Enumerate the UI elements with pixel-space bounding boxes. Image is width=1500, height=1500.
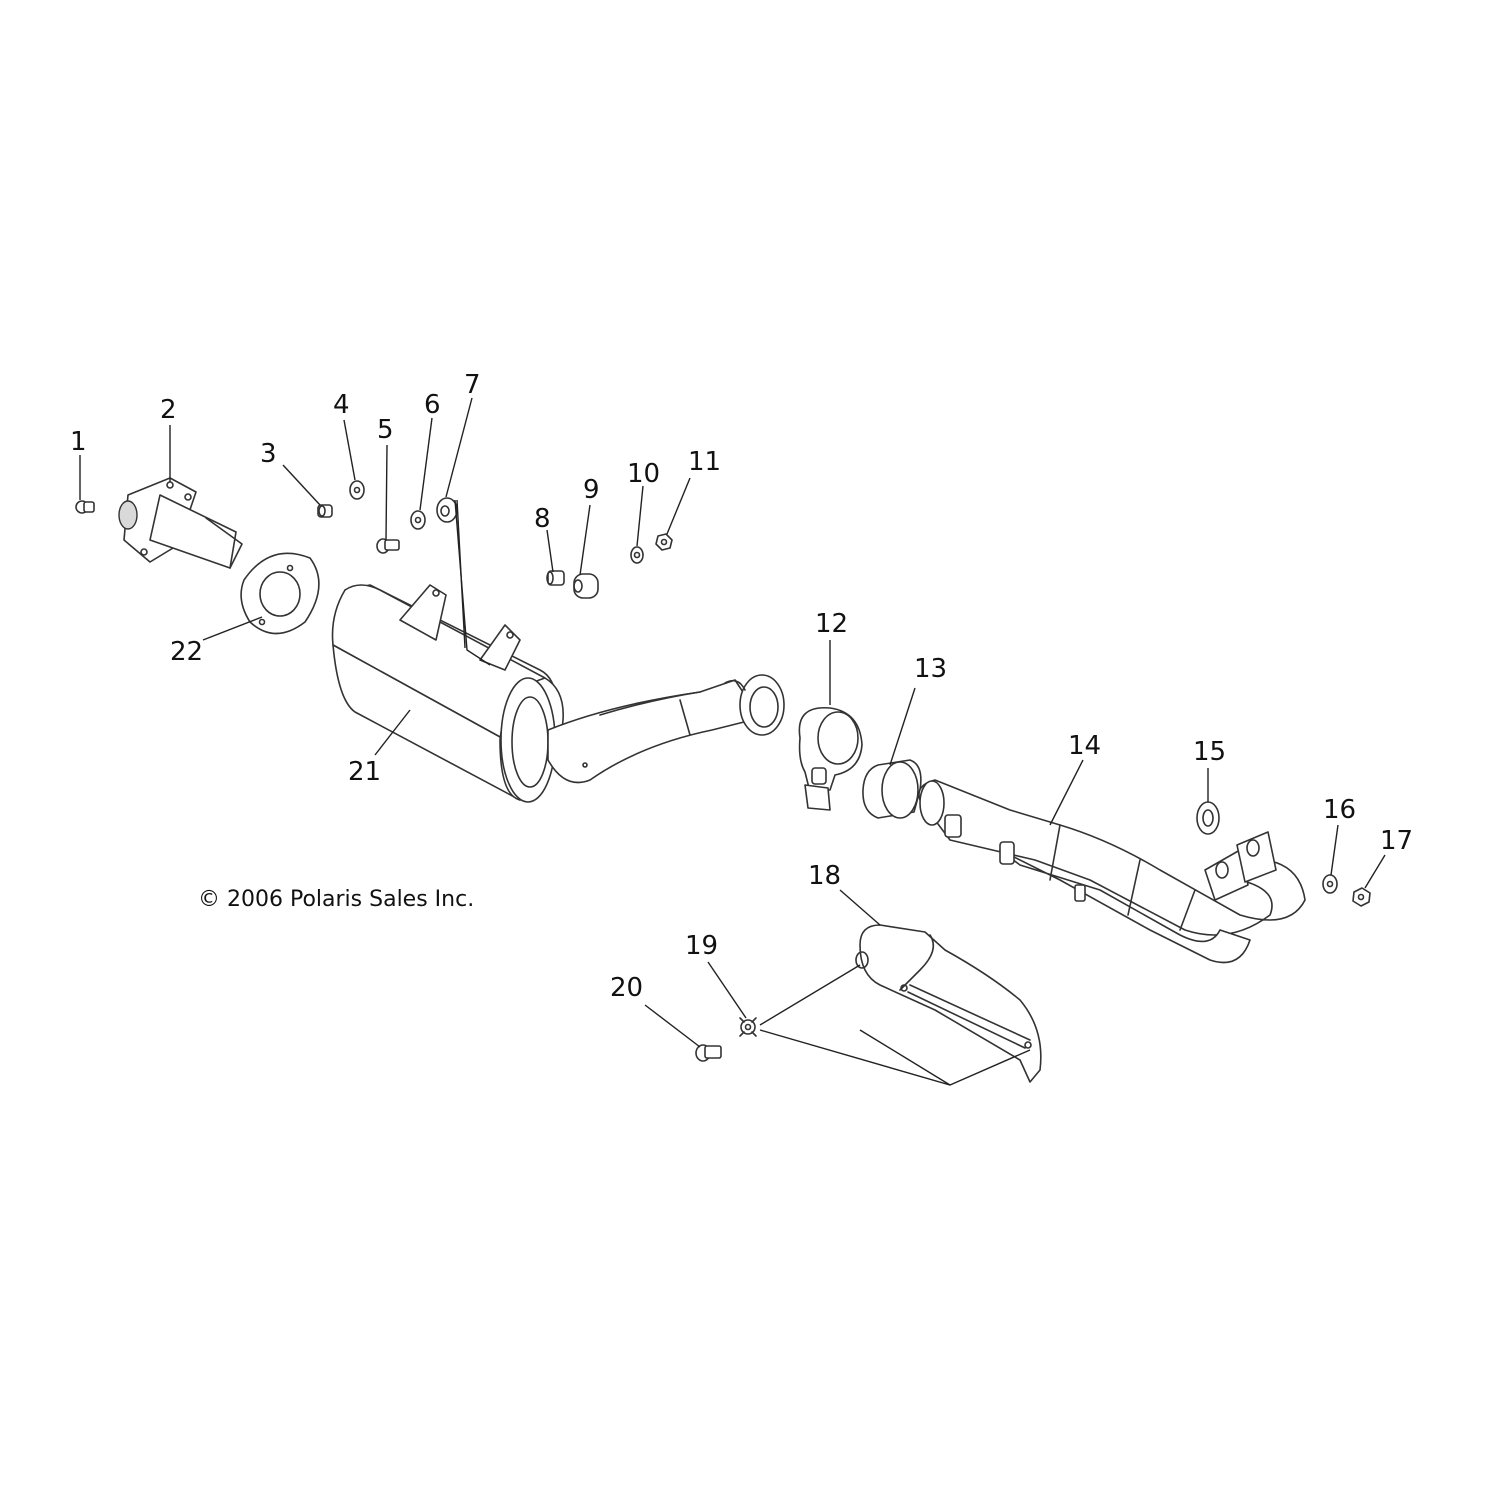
part-3-bushing [317,504,333,518]
callout-21: 21 [348,757,381,787]
callout-15: 15 [1193,737,1226,767]
callout-9: 9 [583,475,600,505]
part-17-nut [1352,887,1371,907]
part-10-washer [630,546,644,564]
callout-2: 2 [160,395,177,425]
callout-14: 14 [1068,731,1101,761]
callout-22: 22 [170,637,203,667]
callout-18: 18 [808,861,841,891]
part-14-head-pipe [918,779,1306,964]
part-21-muffler [331,584,785,803]
callout-7: 7 [464,370,481,400]
part-15-gasket [1196,801,1220,835]
part-13-seal [862,759,922,819]
callout-leaders [79,397,1386,1048]
part-5-bolt [376,538,400,554]
part-9-grommet [573,573,599,599]
part-6-washer [410,510,426,530]
part-19-star-washer [739,1017,757,1037]
callout-17: 17 [1380,826,1413,856]
assembly-lines [454,499,1031,1086]
part-8-sleeve [546,570,565,586]
copyright-notice: © 2006 Polaris Sales Inc. [198,887,474,912]
callout-11: 11 [688,447,721,477]
callout-labels: 1 2 3 4 5 6 7 8 9 10 11 12 13 14 15 16 1… [70,370,1413,1003]
callout-10: 10 [627,459,660,489]
part-22-gasket [240,552,320,635]
callout-16: 16 [1323,795,1356,825]
part-1-bolt [75,500,95,514]
callout-1: 1 [70,427,87,457]
callout-3: 3 [260,439,277,469]
callout-20: 20 [610,973,643,1003]
part-18-heat-shield [855,924,1042,1083]
part-11-nut [655,533,673,551]
callout-8: 8 [534,504,551,534]
callout-13: 13 [914,654,947,684]
callout-19: 19 [685,931,718,961]
part-2-spark-arrestor [118,477,243,569]
callout-6: 6 [424,390,441,420]
part-7-grommet [436,497,458,523]
part-16-lock-washer [1322,874,1338,894]
callout-12: 12 [815,609,848,639]
callout-5: 5 [377,415,394,445]
part-12-clamp [798,707,863,811]
part-4-washer [349,480,365,500]
part-20-bolt [695,1044,722,1062]
callout-4: 4 [333,390,350,420]
